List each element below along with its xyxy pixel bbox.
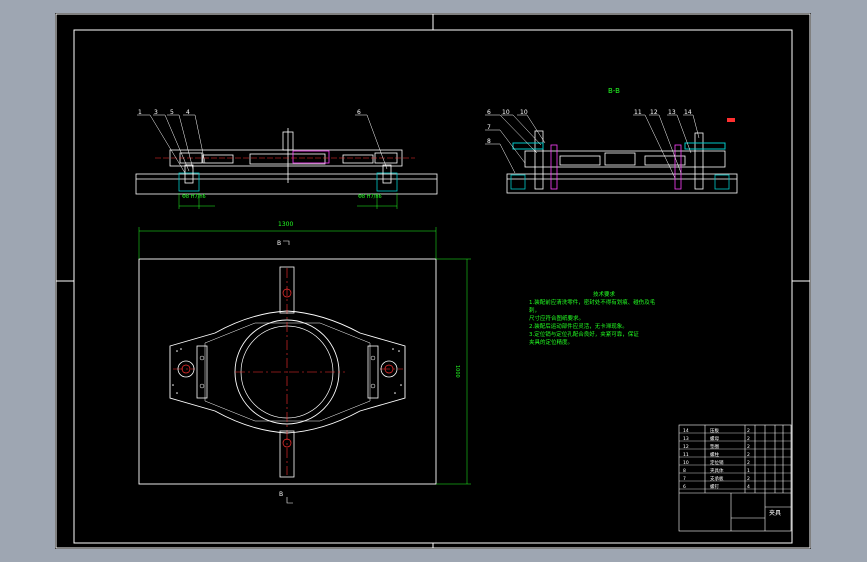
tb-row-2-no: 12 bbox=[683, 445, 689, 450]
tb-row-1-qty: 2 bbox=[747, 437, 750, 442]
tb-row-5-no: 8 bbox=[683, 469, 686, 474]
section-cut-pink bbox=[550, 144, 558, 190]
callout-5: 5 bbox=[170, 109, 174, 116]
section-marker-red bbox=[727, 118, 735, 122]
front-view bbox=[135, 128, 438, 195]
callout-4: 4 bbox=[186, 109, 190, 116]
tb-row-2-name: 垫圈 bbox=[710, 445, 719, 450]
clamp-slot-bottom bbox=[279, 430, 295, 478]
notes-line-5: 夹具的定位精度。 bbox=[529, 340, 574, 346]
callout-s-10b: 10 bbox=[520, 109, 528, 116]
plan-width-dim: 1300 bbox=[278, 221, 294, 228]
callout-s-13: 13 bbox=[668, 109, 676, 116]
callout-s-11: 11 bbox=[634, 109, 642, 116]
edge-dots bbox=[172, 348, 402, 394]
drawing-name: 夹具 bbox=[769, 510, 782, 517]
side-clamp-right bbox=[367, 345, 379, 399]
callout-6-front: 6 bbox=[357, 109, 361, 116]
section-view-leaders bbox=[485, 114, 700, 179]
callout-s-7: 7 bbox=[487, 124, 491, 131]
front-view-cut-pink bbox=[292, 150, 330, 164]
tb-row-2-qty: 2 bbox=[747, 445, 750, 450]
front-view-leaders bbox=[137, 114, 388, 174]
section-mark-top bbox=[283, 240, 290, 245]
tb-row-7-no: 6 bbox=[683, 485, 686, 490]
tb-row-3-no: 11 bbox=[683, 453, 689, 458]
section-marker-b-bottom: B bbox=[279, 491, 284, 498]
callout-3: 3 bbox=[154, 109, 158, 116]
fixture-body-inner bbox=[204, 322, 371, 422]
fixture-body bbox=[169, 310, 406, 434]
front-dims bbox=[178, 193, 398, 209]
callout-s-8: 8 bbox=[487, 138, 491, 145]
clamp-slot-top bbox=[279, 266, 295, 314]
plan-dims bbox=[138, 227, 471, 485]
tb-row-6-qty: 2 bbox=[747, 477, 750, 482]
tb-row-1-name: 螺母 bbox=[710, 437, 719, 442]
plan-height-dim: 1000 bbox=[454, 365, 460, 378]
outer-border bbox=[55, 13, 811, 549]
notes-line-4: 3.定位销与定位孔配合良好，夹紧可靠，保证 bbox=[529, 332, 639, 338]
section-marker-b-top: B bbox=[277, 240, 282, 247]
tb-row-0-name: 压板 bbox=[710, 429, 719, 434]
section-cut-pink-2 bbox=[674, 144, 682, 190]
technical-requirements: 技术要求 1.装配前应清洗零件，密封处不得有划痕、碰伤及毛刺， 尺寸应符合图纸要… bbox=[529, 291, 659, 347]
plan-plate bbox=[138, 258, 437, 485]
plan-centerlines bbox=[173, 268, 403, 475]
tb-row-6-no: 7 bbox=[683, 477, 686, 482]
notes-line-1: 1.装配前应清洗零件，密封处不得有划痕、碰伤及毛刺， bbox=[529, 300, 656, 314]
tb-row-7-name: 螺钉 bbox=[710, 485, 719, 490]
tb-row-4-no: 10 bbox=[683, 461, 689, 466]
tb-row-6-name: 支承板 bbox=[710, 477, 724, 482]
locating-hole-right bbox=[380, 360, 398, 378]
side-clamp-left bbox=[196, 345, 208, 399]
callout-s-14: 14 bbox=[684, 109, 692, 116]
callout-s-12: 12 bbox=[650, 109, 658, 116]
callout-s-6: 6 bbox=[487, 109, 491, 116]
section-view-cuts bbox=[512, 142, 726, 150]
title-block-rows bbox=[679, 432, 791, 490]
fit-dim-left: Φ8 H7/h6 bbox=[182, 194, 206, 200]
notes-line-3: 2.装配后运动部件应灵活，无卡滞现象。 bbox=[529, 324, 628, 330]
tb-row-1-no: 13 bbox=[683, 437, 689, 442]
section-mark-bottom bbox=[286, 497, 293, 504]
tb-row-5-qty: 1 bbox=[747, 469, 750, 474]
callout-1: 1 bbox=[138, 109, 142, 116]
inner-border bbox=[73, 29, 793, 544]
locating-hole-left bbox=[177, 360, 195, 378]
section-view bbox=[506, 130, 738, 194]
tb-row-3-qty: 2 bbox=[747, 453, 750, 458]
tb-row-0-qty: 2 bbox=[747, 429, 750, 434]
callout-s-10a: 10 bbox=[502, 109, 510, 116]
drawing-sheet: 1 3 5 4 6 B-B 6 10 7 8 10 11 12 13 14 Φ8… bbox=[55, 13, 811, 549]
tb-row-4-name: 定位销 bbox=[710, 461, 724, 466]
notes-title: 技术要求 bbox=[592, 292, 615, 298]
title-block-grid bbox=[678, 424, 792, 532]
tb-row-5-name: 夹具体 bbox=[710, 469, 724, 474]
fit-dim-right: Φ8 H7/h6 bbox=[358, 194, 382, 200]
tb-row-3-name: 螺柱 bbox=[710, 453, 719, 458]
tb-row-0-no: 14 bbox=[683, 429, 689, 434]
cad-drawing bbox=[55, 13, 811, 549]
notes-line-2: 尺寸应符合图纸要求。 bbox=[529, 316, 585, 322]
tb-row-4-qty: 2 bbox=[747, 461, 750, 466]
section-title: B-B bbox=[608, 87, 620, 95]
tb-row-7-qty: 4 bbox=[747, 485, 750, 490]
